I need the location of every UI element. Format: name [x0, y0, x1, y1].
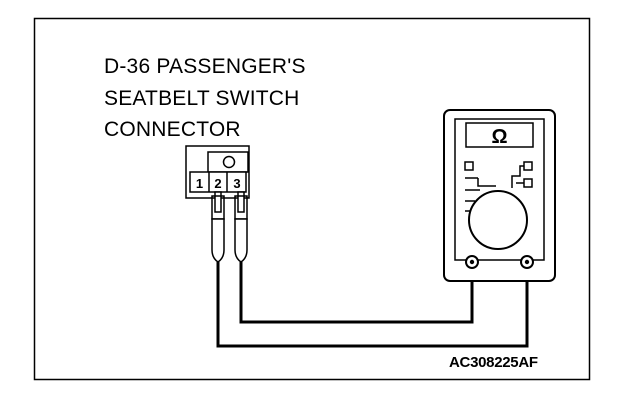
range-bracket-right [511, 165, 524, 188]
probe-right-tip [237, 191, 245, 213]
probe-left [211, 191, 225, 263]
probe-right-handle [234, 218, 248, 263]
seatbelt-switch-connector: 1 2 3 [185, 145, 250, 199]
ohm-symbol: Ω [491, 126, 507, 148]
connector-latch [207, 151, 249, 173]
range-indicator-box-right-2 [523, 178, 533, 188]
diagram-frame [33, 17, 591, 381]
probe-wire-short [239, 262, 474, 324]
pin-1-label: 1 [196, 176, 203, 191]
probe-wire-long [216, 262, 529, 348]
connector-title-line-3: CONNECTOR [104, 118, 241, 141]
connector-title-line-2: SEATBELT SWITCH [104, 87, 300, 110]
connector-title-line-1: D-36 PASSENGER'S [104, 55, 306, 78]
multimeter: Ω [443, 109, 556, 282]
probe-left-handle [211, 218, 225, 263]
probe-left-tip [214, 191, 222, 213]
connector-lock-circle [222, 155, 236, 169]
pin-2-label: 2 [214, 176, 221, 191]
test-jack-com-inner [469, 259, 475, 265]
rotary-selector-dial [468, 190, 528, 250]
figure-code: AC308225AF [449, 354, 538, 371]
range-indicator-box-right-1 [523, 161, 533, 171]
pin-3-label: 3 [233, 176, 240, 191]
range-bracket-left [477, 178, 496, 187]
test-jack-ohm-inner [524, 259, 530, 265]
multimeter-display [465, 122, 534, 148]
probe-right [234, 191, 248, 263]
range-indicator-box-left [464, 161, 474, 171]
